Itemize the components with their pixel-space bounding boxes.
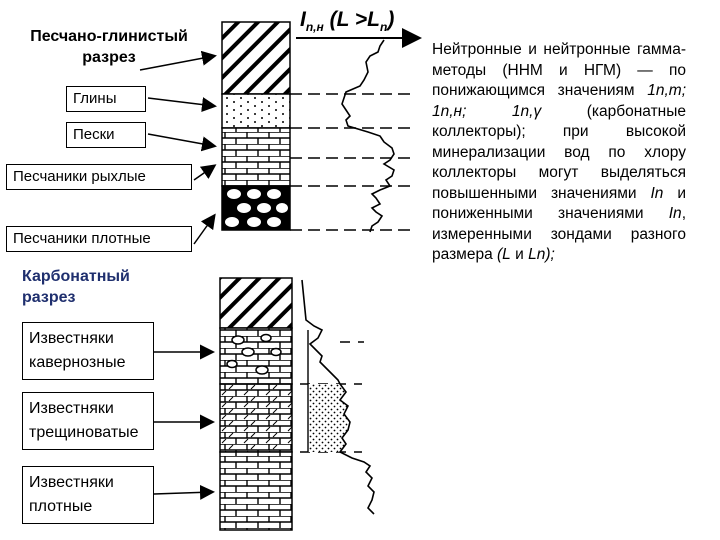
description-part1: Нейтронные и нейтронные гамма-методы (НН… — [432, 41, 686, 99]
lower-shaded-area — [308, 384, 350, 452]
description-part3: и пониженными значениями — [432, 184, 687, 223]
sand-clay-column — [221, 21, 291, 231]
carbonate-section-title: Карбонатный разрез — [22, 268, 130, 306]
curve-label-i: I — [300, 8, 306, 31]
layer-label-dense-limestones: Известняки плотные — [22, 466, 154, 524]
sand-clay-section-title: Песчано-глинистый разрез — [30, 28, 188, 66]
curve-label-sub: n,н — [305, 20, 324, 35]
curve-label-rest: (L >L — [323, 8, 380, 31]
layer-label-cavernous-limestones: Известняки кавернозные — [22, 322, 154, 380]
layer-label-clays: Глины — [66, 86, 146, 112]
upper-boundary-lines — [290, 93, 412, 231]
layer-label-sands: Пески — [66, 122, 146, 148]
curve-label-close: ) — [387, 8, 395, 31]
description-italic2: In — [650, 184, 664, 202]
layer-label-fractured-limestones: Известняки трещиноватые — [22, 392, 154, 450]
description-italic5: Ln); — [528, 246, 555, 263]
curve-axis-label: In,н (L >Ln) — [300, 8, 394, 34]
layer-label-dense-sandstones: Песчаники плотные — [6, 226, 192, 252]
description-italic1: 1n,т; 1n,н; 1n,γ — [432, 82, 686, 120]
curve-label-sub2: n — [379, 20, 388, 35]
lower-boundary-lines — [300, 341, 364, 453]
carbonate-column — [219, 277, 293, 531]
description-text: Нейтронные и нейтронные гамма-методы (НН… — [432, 40, 686, 266]
description-italic3: In — [668, 205, 682, 222]
pointer-arrows — [139, 50, 217, 500]
description-part4: , измеренными зондами разного размера — [432, 205, 686, 263]
description-italic4: (L — [497, 246, 511, 263]
description-part5: и — [510, 246, 529, 263]
upper-log-curve — [341, 39, 395, 233]
lower-log-curve — [301, 279, 375, 515]
description-part2: (карбонатные коллекторы); при высокой ми… — [432, 102, 686, 202]
layer-label-loose-sandstones: Песчаники рыхлые — [6, 164, 192, 190]
